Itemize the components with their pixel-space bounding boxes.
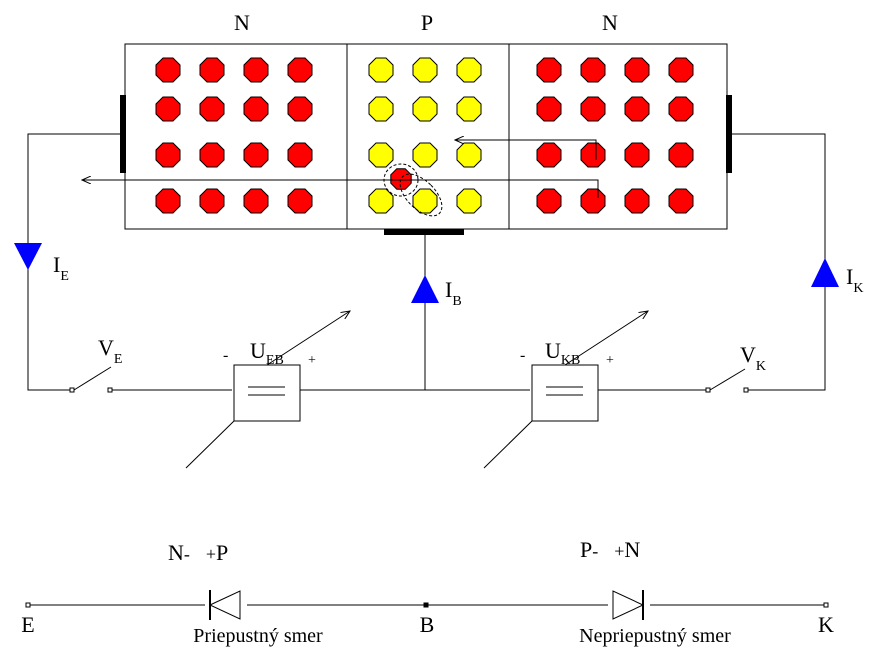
- circuit-wires: [27, 133, 826, 606]
- electron-dot: [155, 188, 181, 214]
- electron-dot: [668, 96, 694, 122]
- electron-dot: [287, 96, 313, 122]
- electron-dot: [624, 57, 650, 83]
- emitter-current-label: IE: [53, 252, 69, 284]
- electron-dot: [624, 142, 650, 168]
- diode-line-nodes: [25, 602, 829, 608]
- hole-dot: [368, 96, 394, 122]
- region-label-n-right: N: [602, 10, 618, 35]
- region-label-p: P: [421, 10, 433, 35]
- node-e-label: E: [21, 612, 34, 637]
- emitter-base-source-minus: -: [223, 347, 228, 364]
- hole-dot: [456, 188, 482, 214]
- collector-current-arrow-icon: [811, 258, 839, 287]
- hole-dot: [412, 188, 438, 214]
- electron-path-lower: [82, 180, 599, 198]
- forward-diode-icon: [205, 590, 247, 620]
- base-current-arrow-icon: [411, 275, 439, 303]
- hole-dot: [368, 57, 394, 83]
- hole-dot: [368, 142, 394, 168]
- emitter-switch-label: VE: [98, 335, 122, 367]
- base-contact: [384, 229, 464, 235]
- collector-base-source-label: UKB: [545, 338, 580, 368]
- electron-dot: [287, 142, 313, 168]
- hole-dot: [368, 188, 394, 214]
- electron-dot: [624, 188, 650, 214]
- base-current-label: IB: [445, 277, 462, 309]
- electron-dot: [243, 96, 269, 122]
- collector-switch: [705, 368, 749, 393]
- electron-dot: [536, 96, 562, 122]
- collector-contact: [726, 95, 732, 173]
- hole-dot: [456, 142, 482, 168]
- current-arrows: [14, 243, 839, 303]
- charge-carriers: [155, 57, 694, 214]
- emitter-base-source-label: UEB: [250, 338, 284, 368]
- electron-dot: [668, 57, 694, 83]
- hole-dot: [412, 57, 438, 83]
- electron-dot: [243, 57, 269, 83]
- electron-dot: [199, 57, 225, 83]
- recombination-outline: [383, 163, 443, 217]
- electron-dot: [668, 142, 694, 168]
- node-k-label: K: [818, 612, 834, 637]
- electron-flow-arrows: [82, 140, 599, 198]
- electron-dot: [243, 142, 269, 168]
- reverse-diode-icon: [608, 590, 650, 620]
- electron-dot: [536, 142, 562, 168]
- electron-dot: [287, 188, 313, 214]
- electron-dot: [243, 188, 269, 214]
- electron-dot: [199, 188, 225, 214]
- emitter-switch: [69, 366, 113, 393]
- electron-dot: [536, 188, 562, 214]
- emitter-base-source: [185, 311, 350, 469]
- electron-dot: [155, 57, 181, 83]
- collector-switch-label: VK: [740, 342, 766, 374]
- emitter-base-source-plus: +: [308, 353, 316, 368]
- collector-base-source-plus: +: [606, 353, 614, 368]
- node-b-label: B: [420, 612, 435, 637]
- electron-dot: [624, 96, 650, 122]
- electron-dot: [155, 96, 181, 122]
- collector-base-source: [483, 311, 648, 469]
- hole-dot: [412, 96, 438, 122]
- electron-dot: [155, 142, 181, 168]
- reverse-diode-label: P-+N: [580, 537, 640, 562]
- emitter-current-arrow-icon: [14, 243, 42, 270]
- emitter-contact: [120, 95, 126, 173]
- electron-dot: [580, 188, 606, 214]
- hole-dot: [456, 96, 482, 122]
- electron-dot: [199, 142, 225, 168]
- electron-dot: [287, 57, 313, 83]
- electron-dot: [580, 142, 606, 168]
- electron-dot: [580, 57, 606, 83]
- electron-dot: [199, 96, 225, 122]
- hole-dot: [456, 57, 482, 83]
- electron-dot: [580, 96, 606, 122]
- forward-diode-label: N-+P: [168, 540, 228, 565]
- reverse-caption: Nepriepustný smer: [579, 625, 731, 647]
- hole-dot: [412, 142, 438, 168]
- forward-caption: Priepustný smer: [193, 625, 323, 647]
- electron-dot: [536, 57, 562, 83]
- electron-dot: [668, 188, 694, 214]
- electron-path-upper: [455, 140, 597, 160]
- collector-base-source-minus: -: [520, 347, 525, 364]
- collector-current-label: IK: [846, 264, 863, 296]
- region-label-n-left: N: [234, 10, 250, 35]
